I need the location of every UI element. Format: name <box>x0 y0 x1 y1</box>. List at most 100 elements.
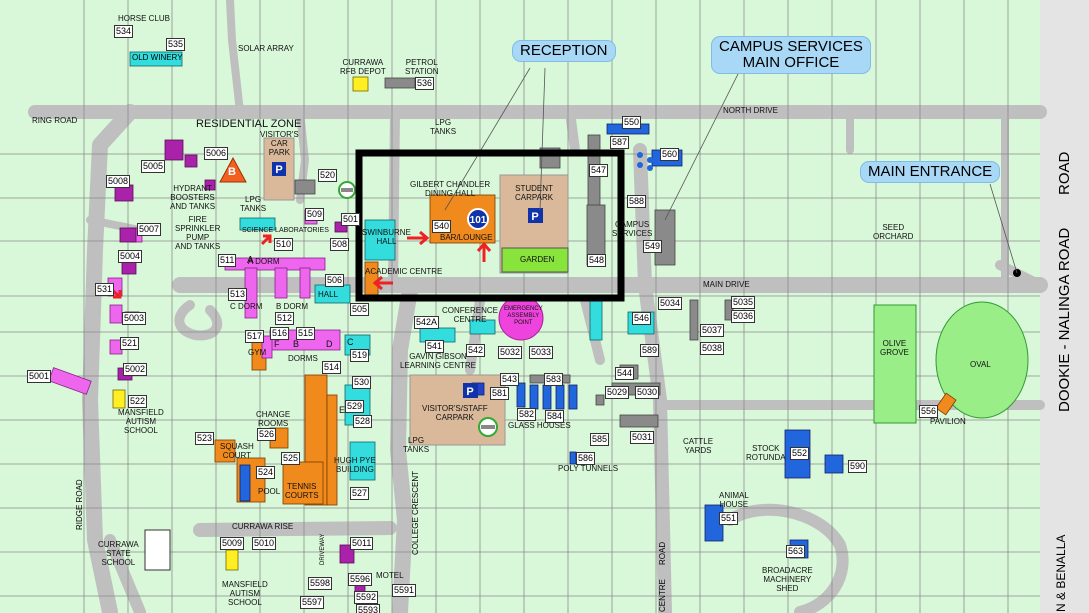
lpg-line1: LPG <box>245 195 262 204</box>
c-dorm-label: C DORM <box>230 302 263 311</box>
dorms-label: DORMS <box>288 354 318 363</box>
building-585: 585 <box>590 433 610 446</box>
gym-label: GYM <box>248 348 267 357</box>
building-5009: 5009 <box>220 537 245 550</box>
building-521: 521 <box>120 337 140 350</box>
garden-label: GARDEN <box>520 255 555 264</box>
fire-line2: SPRINKLER <box>175 224 221 233</box>
building-509: 509 <box>305 208 325 221</box>
currawa-rise-road <box>193 521 397 537</box>
orange-buildings <box>214 194 957 506</box>
building-526: 526 <box>257 428 277 441</box>
building-5033: 5033 <box>529 346 554 359</box>
cs-line1: CAMPUS <box>615 220 650 229</box>
yellow-buildings <box>112 76 369 571</box>
building-530: 530 <box>352 376 372 389</box>
building-5597: 5597 <box>300 596 325 609</box>
building-587: 587 <box>610 136 630 149</box>
sq-line2: COURT <box>222 451 252 460</box>
building-5593: 5593 <box>356 604 381 613</box>
arrow-icon <box>111 230 492 299</box>
building-536: 536 <box>415 77 435 90</box>
mb-line2: AUTISM <box>229 589 261 598</box>
svg-text:P: P <box>466 386 473 398</box>
building-520: 520 <box>318 169 338 182</box>
horse-club-label: HORSE CLUB <box>118 14 171 23</box>
petrol-line2: STATION <box>405 67 439 76</box>
pool-label: POOL <box>258 487 281 496</box>
reception-callout: RECEPTION <box>512 40 616 62</box>
building-5007: 5007 <box>137 223 162 236</box>
hazard-b-icon <box>219 156 247 183</box>
building-515: 515 <box>296 327 316 340</box>
ba-line2: MACHINERY <box>763 575 812 584</box>
letter-b-label: B <box>293 339 300 349</box>
parking-icon: P <box>272 162 286 176</box>
ah-line2: HOUSE <box>719 500 749 509</box>
building-505: 505 <box>350 303 370 316</box>
lpg-tank-icon <box>478 417 498 437</box>
dookie-nalinga-road-label: DOOKIE - NALINGA ROAD <box>1056 227 1073 412</box>
letter-a-label: A <box>247 255 254 266</box>
college-crescent-road <box>390 282 418 613</box>
cy-line1: CATTLE <box>683 437 714 446</box>
gc-line2: DINING HALL <box>424 189 476 198</box>
lpg-tank-icon <box>338 181 356 199</box>
hp-line1: HUGH PYE <box>334 456 376 465</box>
residential-zone-label: RESIDENTIAL ZONE <box>196 118 302 130</box>
svg-text:101: 101 <box>470 215 487 226</box>
a-dorm-label: A DORM <box>248 257 280 266</box>
ba-line3: SHED <box>776 584 799 593</box>
building-584: 584 <box>545 410 565 423</box>
vcp-line3: PARK <box>268 148 290 157</box>
building-543: 543 <box>500 373 520 386</box>
bar-icon: 101 <box>467 208 489 230</box>
css-line3: SCHOOL <box>101 558 136 567</box>
letter-e-label: E <box>339 405 346 415</box>
building-516: 516 <box>270 327 290 340</box>
sr-line2: ROTUNDA <box>746 453 786 462</box>
reception-callout-text: RECEPTION <box>520 42 608 59</box>
driveway-label: DRIVEWAY <box>320 533 326 565</box>
vs-line2: CARPARK <box>435 413 474 422</box>
college-crescent-label: COLLEGE CRESCENT <box>411 470 420 555</box>
main-entrance-callout: MAIN ENTRANCE <box>860 161 1001 183</box>
building-501: 501 <box>341 213 361 226</box>
lpgm-line1: LPG <box>408 436 425 445</box>
fire-line3: PUMP <box>186 233 210 242</box>
building-508: 508 <box>330 238 350 251</box>
building-5591: 5591 <box>392 584 417 597</box>
og-line2: GROVE <box>880 348 909 357</box>
gg-line2: LEARNING CENTRE <box>400 361 477 370</box>
svg-text:P: P <box>531 211 538 223</box>
road-right-label: ROAD <box>1056 151 1073 195</box>
main-drive-label: MAIN DRIVE <box>703 280 750 289</box>
building-589: 589 <box>640 344 660 357</box>
building-5002: 5002 <box>123 363 148 376</box>
currawa-rfb-line1: CURRAWA <box>342 58 384 67</box>
letter-c-label: C <box>347 337 354 347</box>
hydrant-line3: AND TANKS <box>170 202 216 211</box>
road-strip-right <box>1040 0 1089 613</box>
building-506: 506 <box>325 274 345 287</box>
building-5598: 5598 <box>308 577 333 590</box>
building-534: 534 <box>114 25 134 38</box>
tc-line1: TENNIS <box>287 482 317 491</box>
cc-line2: CENTRE <box>453 315 487 324</box>
gc-line1: GILBERT CHANDLER <box>410 180 491 189</box>
